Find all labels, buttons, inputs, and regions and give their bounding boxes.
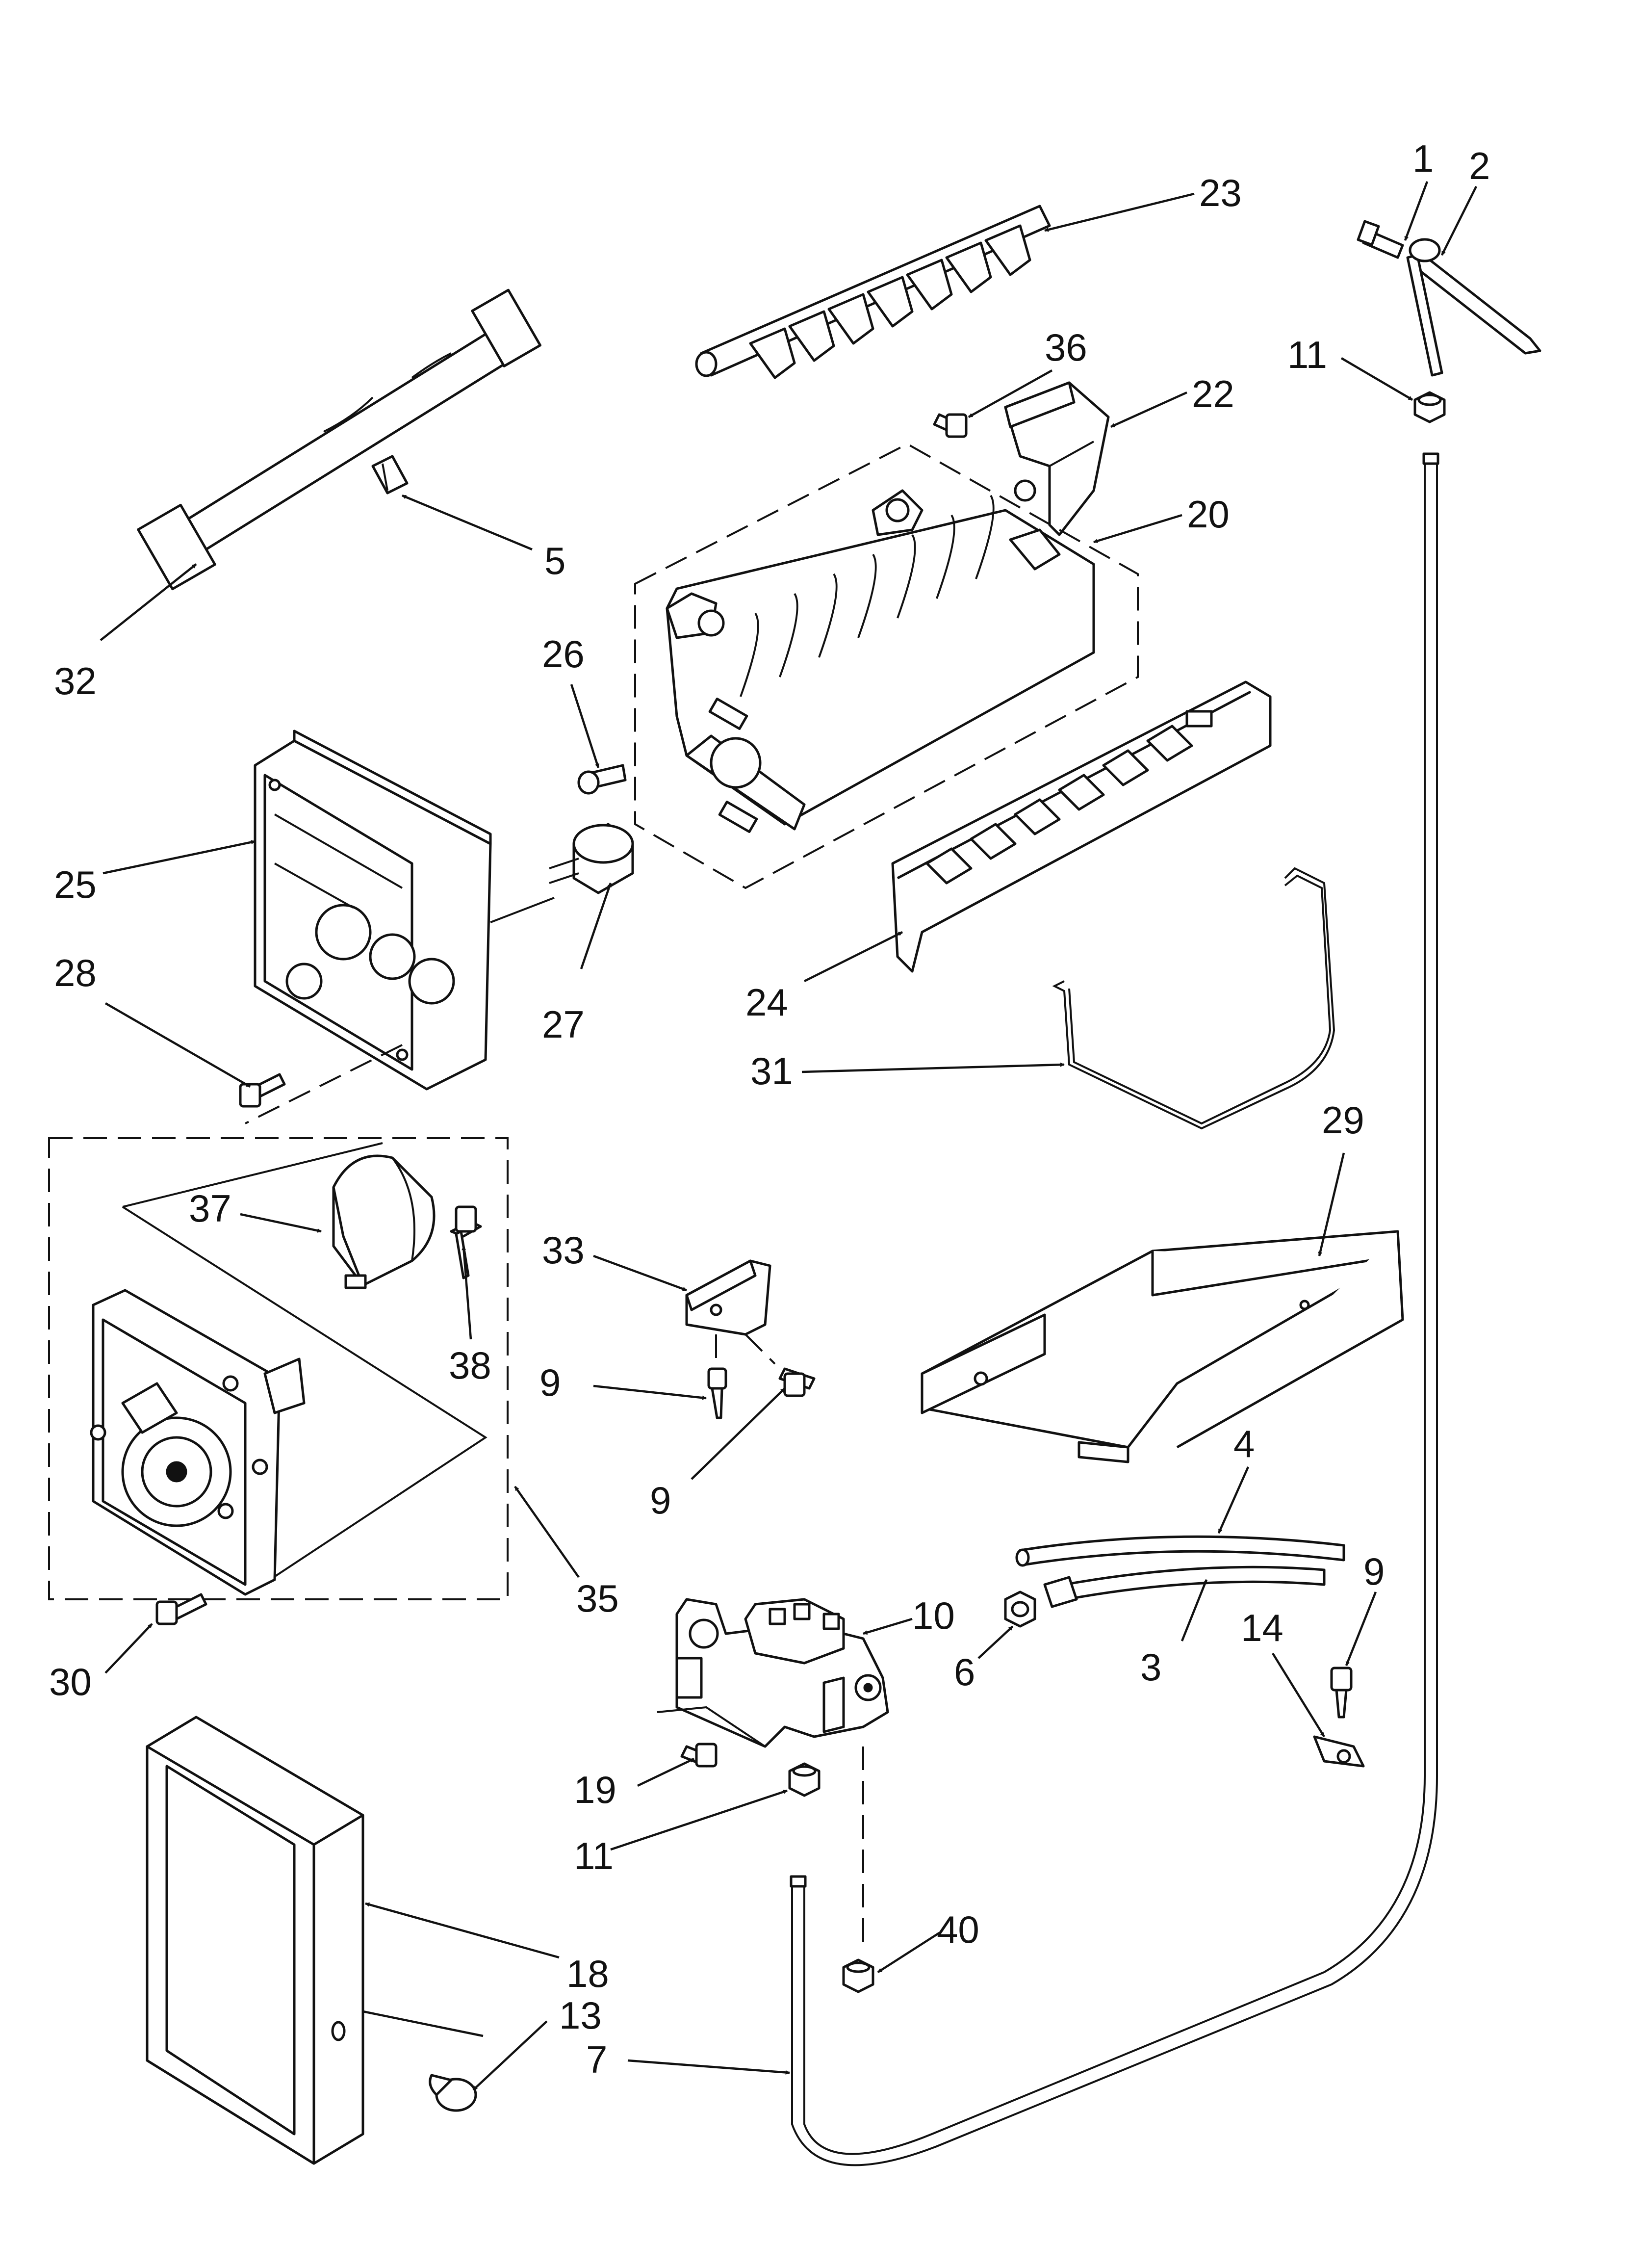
part-1-screw — [1357, 220, 1404, 259]
part-33-bracket — [685, 1259, 771, 1336]
part-14-clamp — [1313, 1735, 1365, 1768]
callout-36: 36 — [1045, 326, 1087, 369]
callout-23: 23 — [1199, 171, 1242, 214]
callout-9-lower: 9 — [650, 1479, 671, 1522]
callout-2: 2 — [1469, 144, 1490, 187]
part-25-housing — [254, 730, 555, 1091]
part-9-screw-c — [1330, 1667, 1353, 1719]
callout-14: 14 — [1241, 1606, 1283, 1649]
callout-9-upper: 9 — [539, 1361, 561, 1404]
callout-4: 4 — [1233, 1422, 1255, 1465]
part-37-motor — [332, 1154, 436, 1289]
callout-26: 26 — [542, 632, 585, 676]
callout-9-right: 9 — [1363, 1550, 1385, 1593]
assembly-link-housing-module — [245, 1044, 403, 1124]
part-13-plug — [429, 2074, 477, 2112]
part-18-cover — [146, 1716, 364, 2165]
callout-38: 38 — [449, 1344, 491, 1387]
callout-1: 1 — [1412, 137, 1434, 180]
callout-labels: 1 2 3 4 5 6 7 9 9 9 10 11 11 13 14 18 19… — [49, 137, 1490, 2081]
callout-13: 13 — [559, 1994, 602, 2037]
part-38-screw — [450, 1205, 482, 1279]
part-32-harness — [137, 288, 541, 591]
callout-18: 18 — [566, 1952, 609, 1995]
callout-10: 10 — [912, 1594, 955, 1637]
callout-35: 35 — [576, 1577, 619, 1620]
callout-22: 22 — [1192, 372, 1234, 416]
part-26-pin — [577, 764, 627, 795]
part-24-stripper — [891, 680, 1272, 973]
callout-11-top: 11 — [1287, 333, 1327, 376]
part-20-mold — [634, 443, 1139, 889]
part-31-bail-arm — [1052, 867, 1335, 1130]
part-7-water-tube — [790, 452, 1439, 2166]
callout-30: 30 — [49, 1660, 92, 1703]
callout-3: 3 — [1140, 1645, 1161, 1689]
part-19-screw — [680, 1743, 718, 1768]
callout-25: 25 — [54, 863, 97, 906]
part-35-module-assembly — [48, 1137, 509, 1600]
callout-32: 32 — [54, 659, 97, 703]
callout-37: 37 — [189, 1187, 231, 1230]
part-5-clip — [371, 455, 409, 495]
part-2-fill-tube — [1406, 238, 1541, 377]
leader-lines — [100, 181, 1478, 2091]
part-11-nut-top — [1413, 391, 1446, 423]
callout-40: 40 — [937, 1908, 979, 1951]
callout-24: 24 — [745, 981, 788, 1024]
part-9-screw-a — [707, 1367, 727, 1419]
callout-28: 28 — [54, 951, 97, 994]
part-40-nut — [842, 1958, 874, 1993]
callout-20: 20 — [1187, 493, 1230, 536]
callout-11-lower: 11 — [574, 1834, 614, 1877]
callout-19: 19 — [574, 1768, 616, 1811]
callout-6: 6 — [954, 1650, 975, 1694]
part-27-thermostat — [549, 823, 634, 894]
part-3-tube — [1043, 1565, 1326, 1608]
callout-33: 33 — [542, 1228, 585, 1272]
part-11-nut-lower — [788, 1762, 821, 1797]
callout-5: 5 — [544, 539, 565, 582]
part-36-screw — [933, 413, 968, 438]
part-22-cover — [1004, 381, 1110, 536]
callout-7: 7 — [586, 2038, 607, 2081]
part-29-bracket — [921, 1230, 1404, 1463]
part-10-mount-bracket — [657, 1706, 766, 1747]
callout-31: 31 — [750, 1049, 793, 1093]
part-9-screw-b — [778, 1367, 816, 1397]
part-4-tube — [1015, 1535, 1345, 1567]
part-30-screw — [155, 1593, 207, 1625]
callout-27: 27 — [542, 1003, 585, 1046]
assembly-link-33-9b — [744, 1333, 776, 1365]
part-6-nut — [1004, 1590, 1036, 1628]
part-23-ejector — [695, 205, 1051, 379]
callout-29: 29 — [1322, 1098, 1364, 1142]
part-10-water-valve — [675, 1598, 889, 1748]
part-28-screw — [239, 1073, 286, 1108]
